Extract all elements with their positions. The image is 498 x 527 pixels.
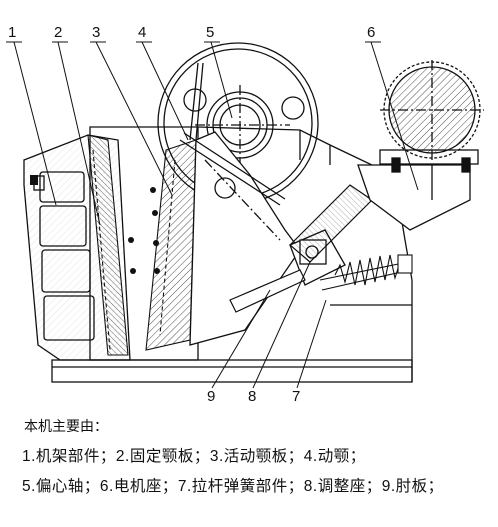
legend-row-1: 1.机架部件；2.固定颚板；3.活动颚板；4.动颚；	[22, 448, 366, 465]
toggle-plate	[229, 184, 373, 313]
leader-lines	[13, 41, 419, 389]
frame-bolts	[128, 187, 160, 274]
base-frame	[51, 280, 413, 383]
legend-row-2: 5.偏心轴；6.电机座；7.拉杆弹簧部件；8.调整座；9.肘板；	[22, 478, 444, 495]
callout-3: 3	[92, 24, 100, 41]
legend-heading: 本机主要由：	[24, 418, 108, 434]
callout-5: 5	[206, 24, 214, 41]
callout-1: 1	[8, 24, 16, 41]
motor-seat	[357, 149, 479, 231]
tension-spring	[319, 254, 413, 291]
connecting-rod	[179, 62, 286, 206]
motor-pulley	[380, 60, 484, 160]
movable-jaw-plate	[145, 139, 197, 351]
swing-jaw	[189, 131, 301, 346]
callout-9: 9	[207, 388, 215, 405]
callout-labels: 1 2 3 4 5 6 7 8 9	[8, 24, 375, 405]
callout-2: 2	[54, 24, 62, 41]
callout-6: 6	[367, 24, 375, 41]
callout-4: 4	[138, 24, 146, 41]
callout-8: 8	[248, 388, 256, 405]
housing-bolts	[30, 175, 38, 185]
fixed-jaw-plate	[87, 134, 129, 356]
callout-7: 7	[292, 388, 300, 405]
